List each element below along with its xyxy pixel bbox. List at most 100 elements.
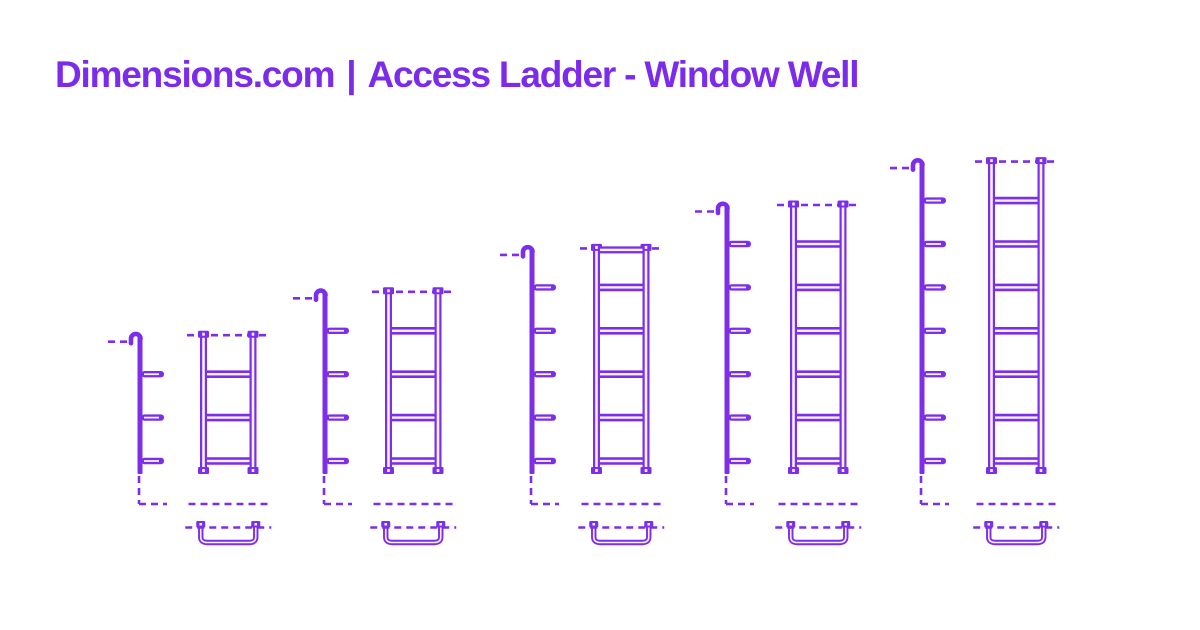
front-left-rail-cap-inner xyxy=(387,289,390,293)
bracket-cap-left-inner xyxy=(384,523,388,526)
side-rung-inner xyxy=(536,329,551,332)
side-rung-inner xyxy=(536,416,551,419)
ladder-3-side-profile-view xyxy=(500,244,559,506)
front-right-rail-inner xyxy=(841,204,845,472)
front-rung-inner xyxy=(995,416,1038,419)
ladder-2-bracket-top-view xyxy=(370,521,457,546)
front-rung-inner xyxy=(797,373,840,376)
ladder-4-group xyxy=(695,200,862,546)
front-right-rail-cap-inner xyxy=(436,289,440,293)
side-rung-inner xyxy=(926,199,941,202)
front-right-rail-foot-inner xyxy=(841,469,845,472)
side-rail xyxy=(919,162,925,474)
side-rung-inner xyxy=(926,373,941,376)
front-rung-inner xyxy=(995,329,1038,332)
ladder-1-side-profile-view xyxy=(108,331,167,506)
ladder-5-group xyxy=(890,157,1060,546)
side-rung-inner xyxy=(329,373,344,376)
front-left-rail-foot-inner xyxy=(202,469,205,472)
front-left-rail-inner xyxy=(202,334,205,472)
bracket-cap-left-inner xyxy=(199,523,203,526)
front-rung-inner xyxy=(600,459,643,463)
front-rung-inner xyxy=(995,242,1038,246)
ladder-3-group xyxy=(500,243,665,546)
side-rail xyxy=(724,205,730,474)
brand-text: Dimensions.com xyxy=(55,54,335,95)
bracket-cap-right-inner xyxy=(647,523,651,526)
bracket-body-inner xyxy=(789,524,847,544)
bracket-cap-left-inner xyxy=(789,523,793,526)
ladder-1-bracket-top-view xyxy=(185,521,272,546)
side-rail xyxy=(322,292,328,474)
side-rung-inner xyxy=(536,286,551,289)
ladder-2-group xyxy=(293,287,457,546)
front-rung-inner xyxy=(392,416,435,419)
front-rung-inner xyxy=(600,286,643,289)
side-rung-inner xyxy=(926,286,941,289)
ladder-4-side-profile-view xyxy=(695,201,754,506)
front-rung-inner xyxy=(797,459,840,463)
front-left-rail-inner xyxy=(990,161,993,472)
front-right-rail-inner xyxy=(1039,161,1043,472)
front-right-rail-inner xyxy=(251,334,255,472)
front-right-rail-cap-inner xyxy=(644,245,648,249)
ladder-4-front-elevation-view xyxy=(777,200,860,506)
side-rung-inner xyxy=(926,416,941,419)
ladder-5-side-profile-view xyxy=(890,158,949,506)
side-rung-inner xyxy=(926,243,941,245)
front-right-rail-cap-inner xyxy=(251,332,255,336)
front-rung-inner xyxy=(797,286,840,289)
side-rung-inner xyxy=(731,460,746,462)
front-rung-inner xyxy=(600,373,643,376)
side-rung-inner xyxy=(329,329,344,332)
side-rung-inner xyxy=(536,460,551,462)
front-rung-inner xyxy=(207,459,250,463)
bracket-body-inner xyxy=(987,524,1045,544)
front-right-rail-cap-inner xyxy=(1039,159,1043,163)
bracket-cap-left-inner xyxy=(592,523,596,526)
front-right-rail-inner xyxy=(644,247,648,472)
subject-text: Access Ladder - Window Well xyxy=(367,54,859,95)
front-right-rail-foot-inner xyxy=(1039,469,1043,472)
front-rung-inner xyxy=(600,329,643,332)
side-rung-inner xyxy=(731,373,746,376)
front-top-bar-inner xyxy=(600,248,643,252)
front-rung-inner xyxy=(600,416,643,419)
front-right-rail-foot-inner xyxy=(251,469,255,472)
side-rail xyxy=(529,248,535,474)
front-left-rail-inner xyxy=(792,204,795,472)
side-rung-inner xyxy=(329,416,344,419)
front-left-rail-inner xyxy=(595,247,598,472)
front-left-rail-cap-inner xyxy=(990,159,993,163)
front-rung-inner xyxy=(797,242,840,246)
side-rail xyxy=(137,335,143,474)
front-rung-inner xyxy=(392,373,435,376)
front-rung-inner xyxy=(797,329,840,332)
front-rung-inner xyxy=(392,459,435,463)
front-left-rail-inner xyxy=(387,291,390,472)
front-rung-inner xyxy=(392,329,435,332)
side-rung-inner xyxy=(731,329,746,332)
front-left-rail-foot-inner xyxy=(387,469,390,472)
bracket-cap-left-inner xyxy=(987,523,991,526)
ladder-1-group xyxy=(108,330,272,546)
side-rung-inner xyxy=(144,416,159,419)
front-rung-inner xyxy=(995,286,1038,289)
front-right-rail-foot-inner xyxy=(644,469,648,472)
ladder-2-front-elevation-view xyxy=(372,287,455,506)
front-rung-inner xyxy=(797,416,840,419)
bracket-cap-right-inner xyxy=(254,523,258,526)
front-left-rail-foot-inner xyxy=(792,469,795,472)
front-rung-inner xyxy=(995,373,1038,376)
ladder-5-front-elevation-view xyxy=(975,157,1058,506)
side-rung-inner xyxy=(144,373,159,376)
bracket-body-inner xyxy=(592,524,650,544)
side-rung-inner xyxy=(926,329,941,332)
bracket-cap-right-inner xyxy=(1042,523,1046,526)
bracket-body-inner xyxy=(199,524,257,544)
side-rung-inner xyxy=(536,373,551,376)
front-rung-inner xyxy=(207,373,250,376)
bracket-body-inner xyxy=(384,524,442,544)
ladder-3-bracket-top-view xyxy=(578,521,665,546)
